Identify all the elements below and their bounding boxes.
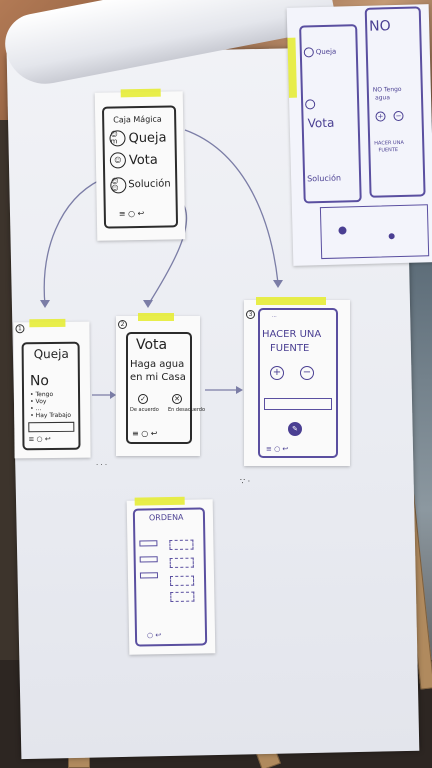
sketch-sheet-ordena: ORDENA ○ ↩ xyxy=(126,496,216,655)
menu-label-queja: Queja xyxy=(128,130,167,147)
sketch-sheet-vota: 2 Vota Haga agua en mi Casa ✓ ✕ De acuer… xyxy=(116,313,205,456)
drop-slot xyxy=(169,539,194,551)
sheet-title: Vota xyxy=(136,337,168,353)
tape xyxy=(134,496,185,506)
minus-icon: − xyxy=(300,366,314,380)
menu-label: Vota xyxy=(307,115,335,131)
heading: No xyxy=(29,373,50,390)
drop-slot xyxy=(170,591,195,603)
option-no: En desacuerdo xyxy=(168,407,206,413)
sketch-sheet-right: Queja Vota Solución NO NO Tengo agua + −… xyxy=(286,4,432,266)
solucion-icon: ☺☺ xyxy=(110,177,127,194)
menu-label: Solución xyxy=(307,173,342,184)
sheet-title: Caja Mágica xyxy=(113,114,162,125)
bottom-nav-icons: ≡ ○ ↩ xyxy=(132,429,158,438)
arrow-main-to-queja xyxy=(43,179,101,306)
list-slot xyxy=(139,572,159,579)
vote-question-line1: Haga agua xyxy=(130,359,185,370)
cross-icon: ✕ xyxy=(172,394,182,404)
step-number: 1 xyxy=(15,324,25,334)
top-note: ... xyxy=(272,313,277,319)
bottom-nav-icons: ≡ ○ ↩ xyxy=(118,208,145,219)
bullet-item: • Hay Trabajo xyxy=(30,411,72,420)
title-line1: HACER UNA xyxy=(262,329,322,340)
note-line: agua xyxy=(374,94,391,102)
sheet-title: Queja xyxy=(33,346,69,362)
tape xyxy=(287,37,298,98)
queja-icon: ☺m xyxy=(109,130,126,147)
sketch-sheet-fuente: 3 ... HACER UNA FUENTE + − ✎ ≡ ○ ↩ xyxy=(244,297,350,466)
sketch-sheet-queja: 1 Queja No • Tengo • Voy • ... • Hay Tra… xyxy=(13,318,91,459)
bottom-nav-icons: ○ ↩ xyxy=(146,631,162,640)
tape xyxy=(138,313,174,321)
network-diagram-box xyxy=(319,204,430,260)
input-box xyxy=(28,421,75,433)
bottom-nav-icons: ≡ ○ ↩ xyxy=(266,445,289,453)
sketch-sheet-main: Caja Mágica ☺m Queja ☺ Vota ☺☺ Solución … xyxy=(94,88,186,241)
send-icon: ✎ xyxy=(288,422,302,436)
phone-frame xyxy=(258,308,338,458)
drop-slot xyxy=(169,557,194,569)
vote-question-line2: en mi Casa xyxy=(130,372,186,383)
marker-doodle: · · · xyxy=(96,461,108,469)
tape xyxy=(120,88,161,98)
note-line: FUENTE xyxy=(378,147,399,154)
phone-frame xyxy=(364,6,426,198)
marker-doodle: ∵ · xyxy=(240,477,251,486)
note-line: NO Tengo xyxy=(372,85,402,94)
text-input-box xyxy=(264,398,332,410)
sheet-title: ORDENA xyxy=(148,512,184,523)
list-slot xyxy=(139,556,158,563)
tape xyxy=(29,318,66,328)
tape xyxy=(256,297,326,305)
menu-label-vota: Vota xyxy=(128,152,158,169)
option-yes: De acuerdo xyxy=(130,407,159,413)
arrow-main-to-fuente xyxy=(184,129,279,284)
check-icon: ✓ xyxy=(138,394,148,404)
phone-frame xyxy=(126,332,192,444)
bottom-nav-icons: ≡ ○ ↩ xyxy=(28,435,51,444)
menu-label-solucion: Solución xyxy=(128,178,171,191)
menu-label: Queja xyxy=(315,47,337,57)
step-number: 2 xyxy=(118,320,127,329)
title-line2: FUENTE xyxy=(270,343,310,354)
step-number: 3 xyxy=(246,310,255,319)
plus-icon: + xyxy=(270,366,284,380)
drop-slot xyxy=(169,575,195,587)
note-line: HACER UNA xyxy=(374,139,404,147)
heading: NO xyxy=(368,18,391,35)
list-slot xyxy=(139,540,158,547)
